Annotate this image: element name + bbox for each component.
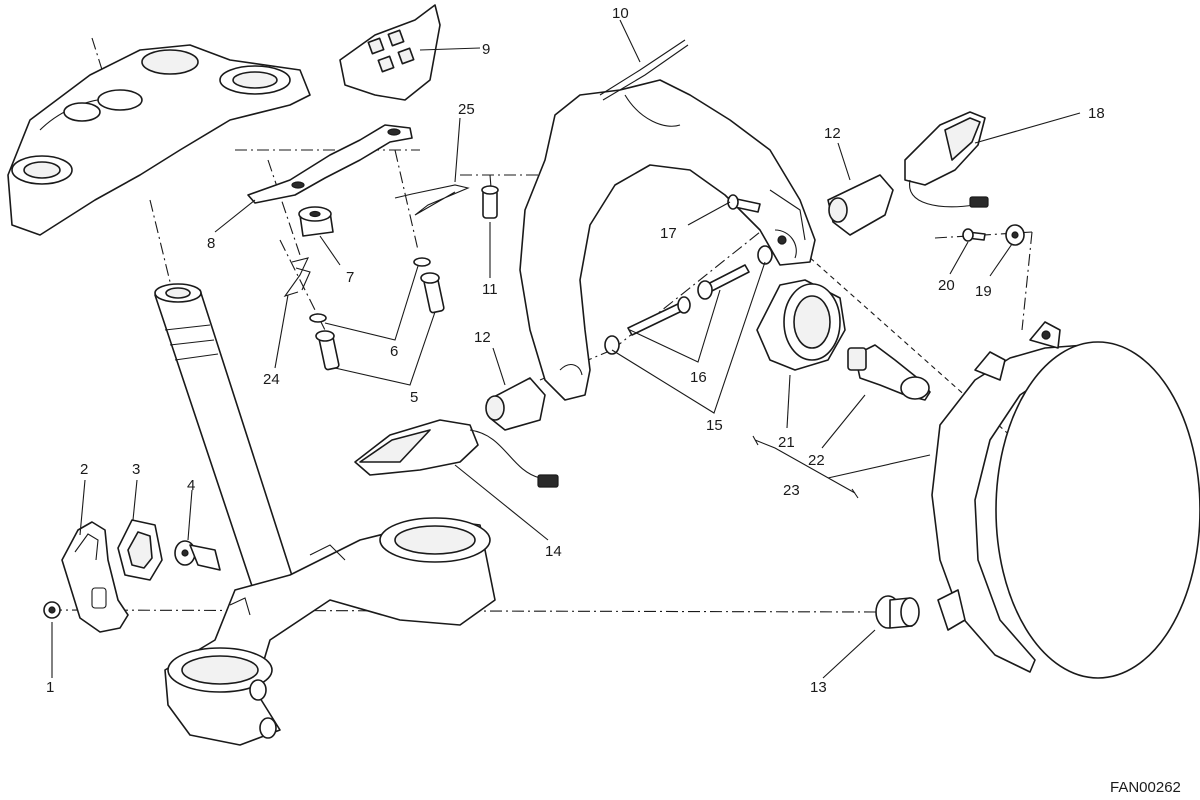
part-16-screws [627,264,750,336]
callout-18: 18 [1088,105,1105,122]
upper-triple-clamp [7,44,311,236]
callout-6: 6 [390,343,398,360]
part-18-turn-indicator [904,111,989,208]
callout-20: 20 [938,277,955,294]
lower-triple-clamp [164,517,496,746]
part-15-washers [604,245,773,355]
part-21-bulb-holder [756,279,846,371]
callout-10: 10 [612,5,629,22]
callout-22: 22 [808,452,825,469]
part-8-bracket [247,124,413,204]
callout-24: 24 [263,371,280,388]
drawing-code: FAN00262 [1110,779,1181,796]
part-13-rubber-bush [875,595,920,629]
part-19-grommet [1005,224,1025,246]
callout-16: 16 [690,369,707,386]
part-10-headlight-fairing [519,39,816,401]
callout-12-lower: 12 [474,329,491,346]
part-23-headlight [931,321,1200,679]
callout-2: 2 [80,461,88,478]
part-4-socket [174,540,221,571]
callout-4: 4 [187,477,195,494]
callout-13: 13 [810,679,827,696]
group-23-bracket [752,435,859,499]
part-9-connector [339,4,441,101]
callout-23: 23 [783,482,800,499]
part-2-bracket [61,521,129,633]
callout-3: 3 [132,461,140,478]
part-12-mount-lower [485,377,546,431]
callout-15: 15 [706,417,723,434]
callout-12-upper: 12 [824,125,841,142]
callout-11: 11 [482,281,498,298]
steering-stem [154,283,296,596]
part-20-screw [962,228,986,242]
callout-7: 7 [346,269,354,286]
part-12-mount-upper [827,174,894,236]
callout-5: 5 [410,389,418,406]
part-6-washers [309,257,431,323]
callout-8: 8 [207,235,215,252]
callout-9: 9 [482,41,490,58]
part-24-clip [283,257,311,298]
callout-1: 1 [46,679,54,696]
part-25-clip [394,184,470,216]
callout-14: 14 [545,543,562,560]
callout-25: 25 [458,101,475,118]
part-7-spacer [298,206,334,237]
part-22-bulb [847,344,931,401]
part-11-bolt [481,185,499,219]
part-5-screws [315,272,445,371]
part-3-grommet [117,519,163,581]
part-14-turn-indicator [354,419,559,488]
callout-21: 21 [778,434,795,451]
part-17-screw [727,194,761,213]
callout-labels: 1 2 3 4 5 6 7 8 9 10 11 12 12 13 14 15 1… [46,5,1105,696]
callout-17: 17 [660,225,677,242]
callout-19: 19 [975,283,992,300]
part-1-nut [43,601,61,619]
leader-lines [51,19,1081,679]
